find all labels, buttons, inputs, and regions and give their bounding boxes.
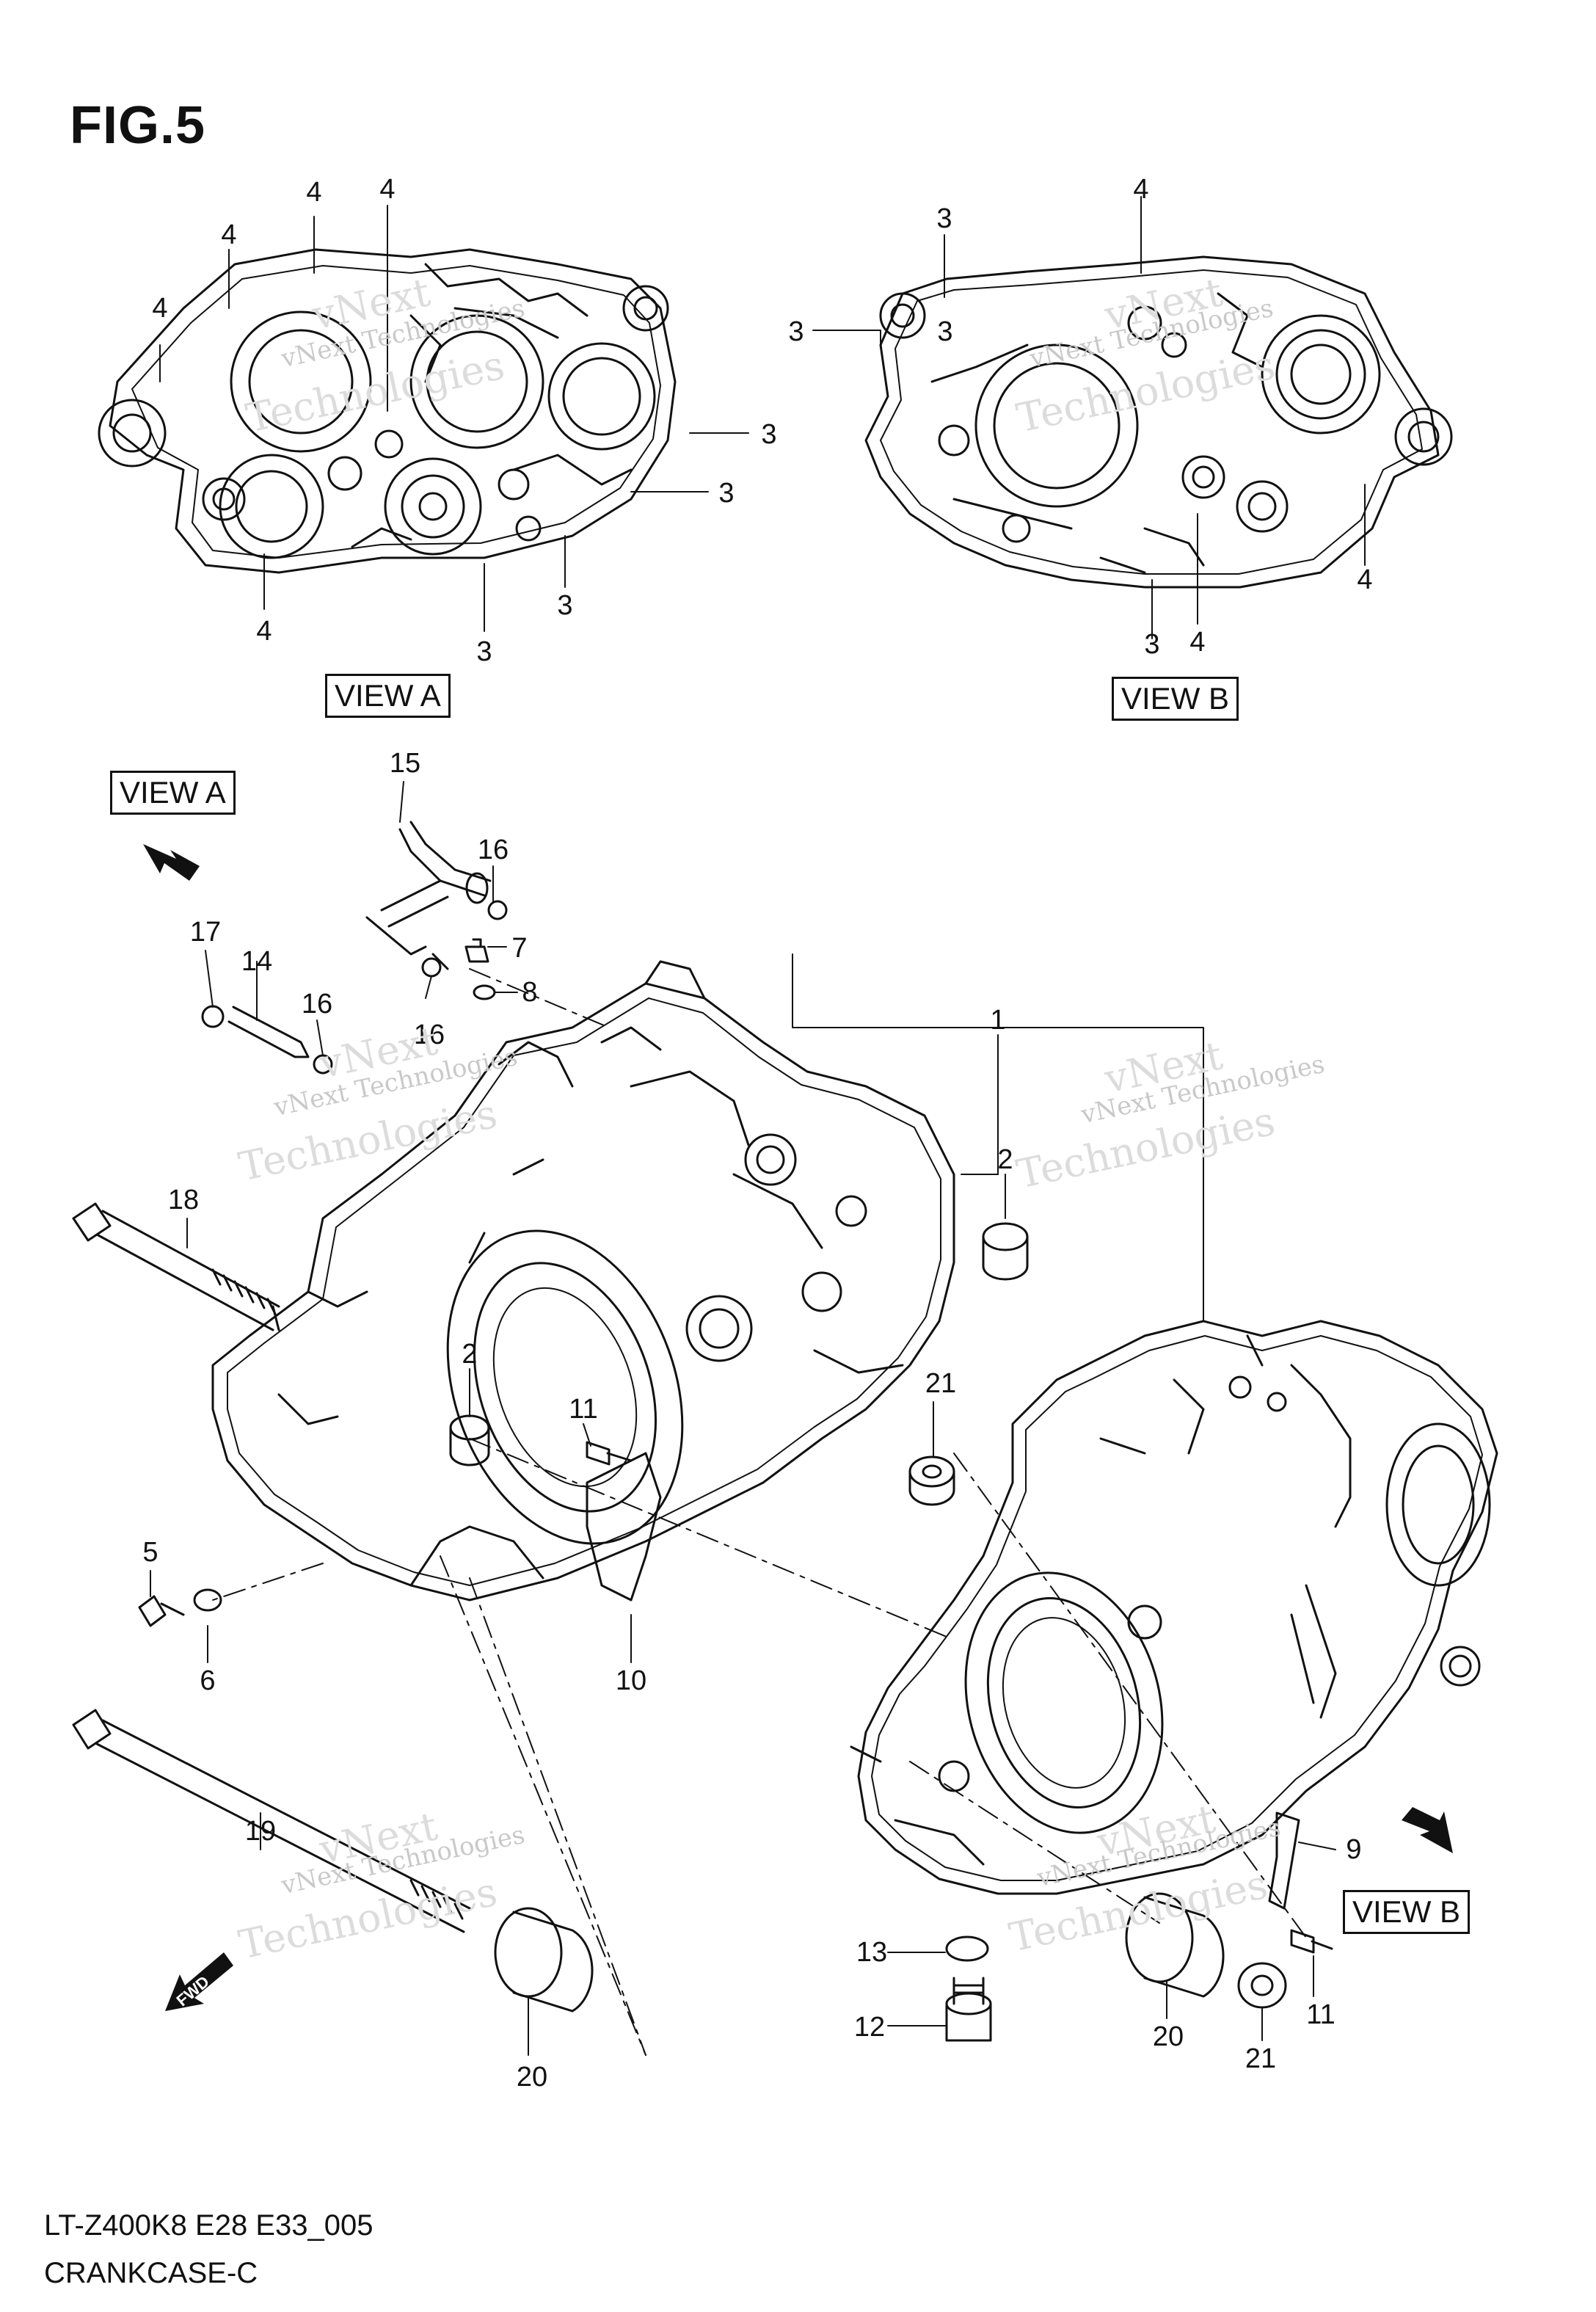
callout-number: 19 [244, 1816, 277, 1847]
view-a-direction-arrow-icon [143, 844, 200, 881]
o-ring-16-upper-drawing [487, 900, 508, 920]
callout-number: 7 [511, 933, 528, 964]
screw-11-lower-drawing [1290, 1929, 1333, 1954]
view-a-leader-lines [159, 205, 749, 632]
bolt-18-drawing [72, 1202, 280, 1331]
callout-number: 20 [516, 2062, 548, 2093]
callout-number: 3 [476, 636, 492, 667]
callout-number: 13 [856, 1937, 888, 1968]
callout-number: 11 [1306, 1999, 1336, 2030]
callout-number: 4 [1189, 627, 1206, 658]
o-ring-17-drawing [201, 1005, 225, 1028]
callout-number: 18 [167, 1185, 200, 1215]
washer-6-drawing [193, 1588, 222, 1612]
callout-number: 3 [788, 316, 804, 347]
forward-arrow-icon [165, 1952, 233, 2011]
callout-number: 16 [477, 835, 509, 865]
left-crankcase-half-drawing [211, 960, 955, 1602]
pin-14-drawing [227, 1006, 310, 1058]
callout-number: 21 [925, 1368, 957, 1399]
callout-number: 10 [615, 1665, 647, 1696]
view-a-label: VIEW A [325, 674, 451, 718]
callout-number: 14 [241, 946, 273, 977]
washer-13-drawing [945, 1935, 989, 1962]
callout-number: 4 [256, 616, 272, 647]
callout-number: 4 [379, 174, 396, 205]
callout-number: 1 [990, 1005, 1006, 1036]
nut-21-lower-drawing [1237, 1962, 1287, 2009]
gasket-8-drawing [473, 984, 496, 1000]
view-b-pointer-label: VIEW B [1343, 1890, 1471, 1934]
view-a-pointer-label: VIEW A [110, 771, 236, 815]
callout-number: 11 [569, 1394, 598, 1425]
callout-number: 8 [522, 977, 538, 1008]
o-ring-16-left-drawing [313, 1054, 333, 1075]
callout-number: 3 [718, 478, 735, 509]
footer-model-code: LT-Z400K8 E28 E33_005 [44, 2209, 374, 2242]
callout-number: 15 [389, 748, 421, 779]
view-b-leader-lines [812, 196, 1366, 639]
assembly-axis-lines [212, 968, 1307, 2056]
callout-number: 6 [200, 1665, 216, 1696]
callout-number: 4 [221, 219, 237, 250]
drain-bolt-12-drawing [945, 1977, 992, 2042]
callout-number: 4 [152, 293, 168, 324]
jet-7-drawing [464, 938, 489, 963]
callout-number: 20 [1152, 2021, 1184, 2052]
plate-9-drawing [1268, 1811, 1300, 1910]
gasket-10-drawing [586, 1452, 662, 1602]
callout-number: 17 [189, 917, 222, 948]
callout-number: 3 [936, 203, 952, 234]
view-b-direction-arrow-icon [1402, 1807, 1453, 1853]
right-crankcase-half-drawing [850, 1320, 1498, 1895]
view-b-crankcase-drawing [864, 255, 1453, 589]
callout-number: 3 [1144, 629, 1160, 660]
pipe-15-drawing [365, 821, 492, 970]
callout-number: 21 [1245, 2043, 1277, 2074]
callout-number: 2 [997, 1144, 1013, 1175]
o-ring-16-lower-drawing [421, 957, 442, 978]
callout-number: 4 [1133, 174, 1149, 205]
callout-number: 16 [413, 1019, 445, 1050]
bushing-20-right-drawing [1125, 1892, 1225, 1998]
assembly-leader-lines [150, 781, 1336, 2056]
callout-number: 4 [1357, 564, 1373, 595]
callout-number: 3 [761, 419, 777, 450]
bolt-5-drawing [138, 1595, 185, 1627]
callout-number: 4 [306, 177, 322, 208]
callout-number: 2 [462, 1339, 478, 1370]
bolt-19-drawing [72, 1709, 471, 1933]
dowel-pin-2-upper-drawing [982, 1222, 1029, 1251]
figure-title: FIG.5 [70, 96, 206, 155]
callout-number: 9 [1346, 1834, 1362, 1865]
callout-number: 16 [301, 989, 333, 1019]
bushing-20-left-drawing [494, 1907, 594, 2013]
screw-11-upper-drawing [586, 1441, 633, 1466]
callout-number: 3 [557, 590, 573, 621]
footer-part-name: CRANKCASE-C [44, 2257, 258, 2289]
callout-number-hidden-3: 3 [937, 316, 953, 347]
nut-21-upper-drawing [908, 1455, 955, 1506]
view-a-crankcase-drawing [98, 248, 677, 574]
dowel-pin-2-lower-drawing [449, 1414, 490, 1441]
callout-number: 5 [142, 1537, 158, 1568]
callout-number: 12 [853, 2012, 886, 2043]
view-b-label: VIEW B [1112, 677, 1239, 721]
